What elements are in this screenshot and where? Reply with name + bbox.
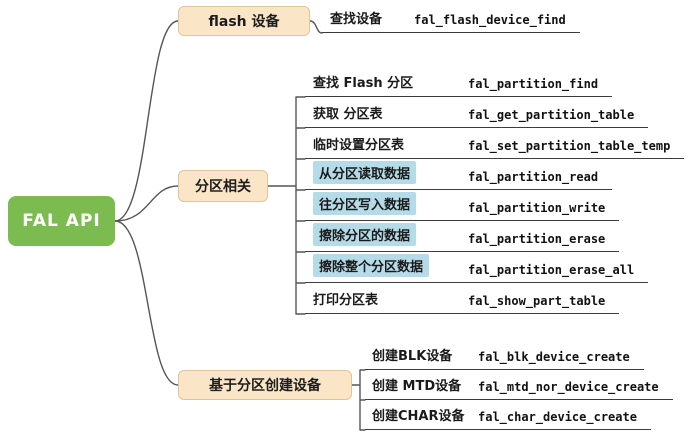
leaf-api-name: fal_blk_device_create [478, 350, 630, 364]
leaf-api-name: fal_set_partition_table_temp [468, 139, 671, 153]
leaf-row: 获取 分区表 fal_get_partition_table [305, 97, 649, 128]
leaf-label: 往分区写入数据 [313, 192, 468, 215]
branch-node-create-device: 基于分区创建设备 [178, 370, 352, 400]
leaf-label: 临时设置分区表 [313, 138, 405, 153]
connector-root-branch3 [114, 220, 179, 386]
leaf-row: 创建CHAR设备 fal_char_device_create [365, 400, 651, 430]
branch-label: 基于分区创建设备 [209, 378, 321, 394]
leaf-api-name: fal_partition_write [468, 201, 606, 215]
leaf-label: 创建 MTD设备 [372, 379, 462, 394]
leaf-api-name: fal_partition_erase [468, 232, 606, 246]
leaf-row: 查找设备 fal_flash_device_find [322, 2, 580, 33]
leaf-label: 打印分区表 [313, 293, 379, 308]
leaf-api-name: fal_flash_device_find [414, 13, 566, 27]
branch-label: 分区相关 [195, 179, 251, 195]
leaf-label: 创建BLK设备 [372, 349, 453, 364]
leaf-row: 从分区读取数据 fal_partition_read [305, 159, 613, 190]
connector-root-branch1 [114, 20, 179, 222]
leaf-row: 创建BLK设备 fal_blk_device_create [365, 340, 644, 370]
leaf-label: 获取 分区表 [313, 107, 383, 122]
connector-branch2-leaves [267, 96, 306, 315]
leaf-row: 查找 Flash 分区 fal_partition_find [305, 66, 613, 97]
leaf-label: 创建CHAR设备 [372, 409, 465, 424]
connector-branch3-leaves [351, 369, 366, 431]
connector-root-branch2 [114, 185, 179, 222]
create-device-leaves: 创建BLK设备 fal_blk_device_create 创建 MTD设备 f… [365, 340, 673, 430]
branch-node-partition: 分区相关 [178, 170, 268, 202]
leaf-row: 创建 MTD设备 fal_mtd_nor_device_create [365, 370, 673, 400]
root-node: FAL API [8, 196, 115, 246]
leaf-api-name: fal_partition_erase_all [468, 263, 635, 277]
flash-device-leaves: 查找设备 fal_flash_device_find [322, 2, 580, 33]
leaf-api-name: fal_partition_read [468, 170, 599, 184]
branch-node-flash-device: flash 设备 [178, 6, 310, 36]
leaf-api-name: fal_show_part_table [468, 294, 606, 308]
leaf-label: 擦除分区的数据 [313, 223, 468, 246]
connector-branch1-leaves [309, 20, 323, 34]
root-node-label: FAL API [22, 211, 101, 231]
leaf-label: 擦除整个分区数据 [313, 254, 468, 277]
leaf-row: 临时设置分区表 fal_set_partition_table_temp [305, 128, 685, 159]
leaf-label: 从分区读取数据 [313, 161, 468, 184]
leaf-api-name: fal_char_device_create [478, 410, 637, 424]
leaf-row: 往分区写入数据 fal_partition_write [305, 190, 620, 221]
leaf-row: 打印分区表 fal_show_part_table [305, 283, 620, 314]
leaf-label: 查找设备 [330, 12, 383, 27]
leaf-api-name: fal_get_partition_table [468, 108, 635, 122]
branch-label: flash 设备 [208, 14, 280, 30]
partition-leaves: 查找 Flash 分区 fal_partition_find 获取 分区表 fa… [305, 66, 685, 314]
leaf-row: 擦除整个分区数据 fal_partition_erase_all [305, 252, 649, 283]
leaf-api-name: fal_partition_find [468, 77, 599, 91]
leaf-label: 查找 Flash 分区 [313, 76, 414, 91]
leaf-api-name: fal_mtd_nor_device_create [478, 380, 659, 394]
leaf-row: 擦除分区的数据 fal_partition_erase [305, 221, 620, 252]
